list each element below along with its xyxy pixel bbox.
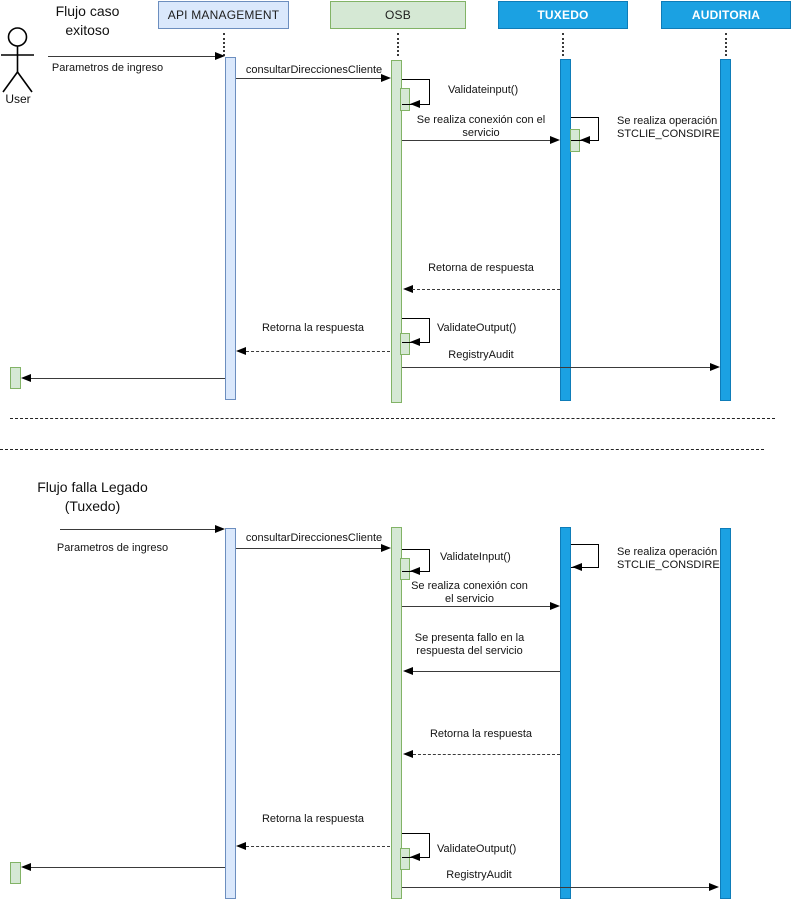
mini-activation-osb-validateinput-flow1: [400, 88, 410, 111]
arrow-parametros-flow2: [60, 529, 216, 530]
arrow-retorna-api-flow1: [246, 351, 390, 352]
user-actor-icon: [1, 27, 34, 93]
flow2-title: Flujo falla Legado (Tuxedo): [37, 479, 148, 514]
arrowhead-retorna-osb-flow1: [403, 285, 413, 293]
participant-label-auditoria: AUDITORIA: [691, 8, 761, 22]
label-operacion-flow1: Se realiza operación STCLIE_CONSDIRE: [617, 115, 720, 140]
participant-label-osb: OSB: [385, 8, 411, 22]
label-fallo-flow2: Se presenta fallo en la respuesta del se…: [414, 632, 525, 657]
arrow-consultar-flow2: [236, 548, 382, 549]
separator-line-1: [10, 418, 775, 419]
label-consultar-flow2: consultarDireccionesCliente: [245, 532, 383, 544]
arrow-conexion-flow2: [402, 606, 551, 607]
mini-activation-osb-validateinput-flow2: [400, 558, 410, 580]
arrowhead-validateinput-flow2: [410, 567, 420, 575]
participant-box-api-management: API MANAGEMENT: [158, 1, 289, 29]
arrowhead-return-user-flow2: [21, 863, 31, 871]
arrowhead-validateoutput-flow2: [410, 853, 420, 861]
arrowhead-registryaudit-flow2: [709, 883, 719, 891]
label-conexion-flow2: Se realiza conexión con el servicio: [411, 580, 528, 605]
label-retorna-osb-flow1: Retorna de respuesta: [428, 262, 534, 274]
mini-activation-user-return-flow2: [10, 862, 21, 884]
arrow-conexion-flow1: [402, 140, 551, 141]
label-registryaudit-flow1: RegistryAudit: [448, 349, 514, 361]
arrowhead-return-user-flow1: [21, 374, 31, 382]
arrowhead-retorna-api-flow2: [236, 842, 246, 850]
participant-box-auditoria: AUDITORIA: [661, 1, 791, 29]
arrowhead-registryaudit-flow1: [710, 363, 720, 371]
activation-bar-tuxedo-flow1: [560, 59, 571, 401]
arrowhead-fallo-flow2: [403, 667, 413, 675]
label-registryaudit-flow2: RegistryAudit: [446, 869, 512, 881]
label-operacion-flow2: Se realiza operación STCLIE_CONSDIRE: [617, 546, 720, 571]
arrow-retorna-osb-flow2: [413, 754, 560, 755]
arrow-parametros-flow1: [48, 56, 216, 57]
participant-label-api-management: API MANAGEMENT: [167, 8, 280, 22]
arrowhead-retorna-osb-flow2: [403, 750, 413, 758]
participant-box-osb: OSB: [330, 1, 466, 29]
lifeline-stub-osb: [397, 33, 399, 56]
arrowhead-operacion-flow2: [572, 563, 582, 571]
activation-bar-auditoria-flow2: [720, 528, 731, 899]
arrow-registryaudit-flow2: [402, 887, 710, 888]
arrowhead-parametros-flow1: [215, 52, 225, 60]
arrow-consultar-flow1: [236, 78, 382, 79]
label-retorna-osb-flow2: Retorna la respuesta: [429, 728, 533, 740]
separator-line-2: [0, 449, 764, 450]
label-conexion-flow1: Se realiza conexión con el servicio: [416, 114, 546, 139]
flow1-title: Flujo caso exitoso: [55, 3, 120, 38]
arrowhead-operacion-flow1: [580, 136, 590, 144]
activation-bar-auditoria-flow1: [720, 59, 731, 401]
activation-bar-api-flow1: [225, 57, 236, 400]
arrowhead-conexion-flow1: [550, 136, 560, 144]
arrow-retorna-osb-flow1: [412, 289, 560, 290]
selfloop-operacion-flow2: [571, 544, 599, 568]
label-validateinput-flow2: ValidateInput(): [440, 551, 511, 563]
arrowhead-conexion-flow2: [550, 602, 560, 610]
activation-bar-tuxedo-flow2: [560, 527, 571, 899]
arrowhead-consultar-flow1: [381, 74, 391, 82]
lifeline-stub-tuxedo: [562, 33, 564, 56]
label-validateoutput-flow2: ValidateOutput(): [437, 843, 517, 855]
activation-bar-osb-flow1: [391, 60, 402, 403]
arrow-registryaudit-flow1: [402, 367, 711, 368]
label-parametros-flow2: Parametros de ingreso: [56, 542, 169, 554]
mini-activation-osb-validateoutput-flow2: [400, 848, 410, 870]
arrowhead-validateinput-flow1: [410, 100, 420, 108]
label-retorna-api-flow1: Retorna la respuesta: [261, 322, 365, 334]
arrowhead-consultar-flow2: [381, 544, 391, 552]
arrow-fallo-flow2: [413, 671, 560, 672]
participant-box-tuxedo: TUXEDO: [498, 1, 628, 29]
lifeline-stub-api: [223, 33, 225, 56]
label-retorna-api-flow2: Retorna la respuesta: [261, 813, 365, 825]
arrow-retorna-api-flow2: [246, 846, 390, 847]
arrowhead-retorna-api-flow1: [236, 347, 246, 355]
arrowhead-parametros-flow2: [215, 525, 225, 533]
label-parametros-flow1: Parametros de ingreso: [51, 62, 164, 74]
participant-label-tuxedo: TUXEDO: [537, 8, 589, 22]
label-consultar-flow1: consultarDireccionesCliente: [245, 64, 383, 76]
label-validateinput-flow1: Validateinput(): [448, 84, 519, 96]
user-actor-label: User: [5, 92, 31, 106]
arrow-return-user-flow1: [31, 378, 225, 379]
arrowhead-validateoutput-flow1: [410, 338, 420, 346]
lifeline-stub-auditoria: [725, 33, 727, 56]
mini-activation-user-return-flow1: [10, 367, 21, 389]
activation-bar-api-flow2: [225, 528, 236, 899]
mini-activation-osb-validateoutput-flow1: [400, 333, 410, 355]
label-validateoutput-flow1: ValidateOutput(): [437, 322, 517, 334]
arrow-return-user-flow2: [31, 867, 225, 868]
